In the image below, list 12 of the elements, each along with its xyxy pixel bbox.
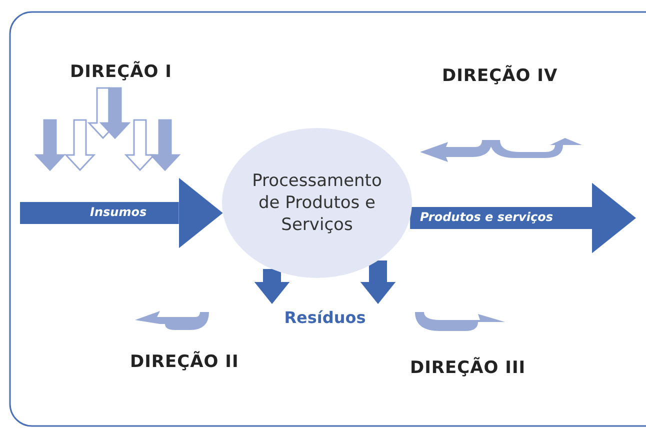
flow-arrow	[360, 260, 396, 304]
flow-arrow	[410, 182, 636, 254]
process-label: Processamento de Produtos e Serviços	[251, 170, 383, 236]
flow-arrow	[20, 178, 223, 248]
direction-label: DIREÇÃO III	[410, 358, 526, 378]
flow-arrow	[254, 269, 290, 304]
direction-label: DIREÇÃO IV	[442, 66, 558, 86]
direction-label: DIREÇÃO I	[70, 62, 172, 82]
output-label: Resíduos	[284, 308, 366, 326]
edge-label: Produtos e serviços	[420, 210, 553, 224]
direction-label: DIREÇÃO II	[130, 352, 239, 372]
edge-label: Insumos	[90, 205, 147, 219]
